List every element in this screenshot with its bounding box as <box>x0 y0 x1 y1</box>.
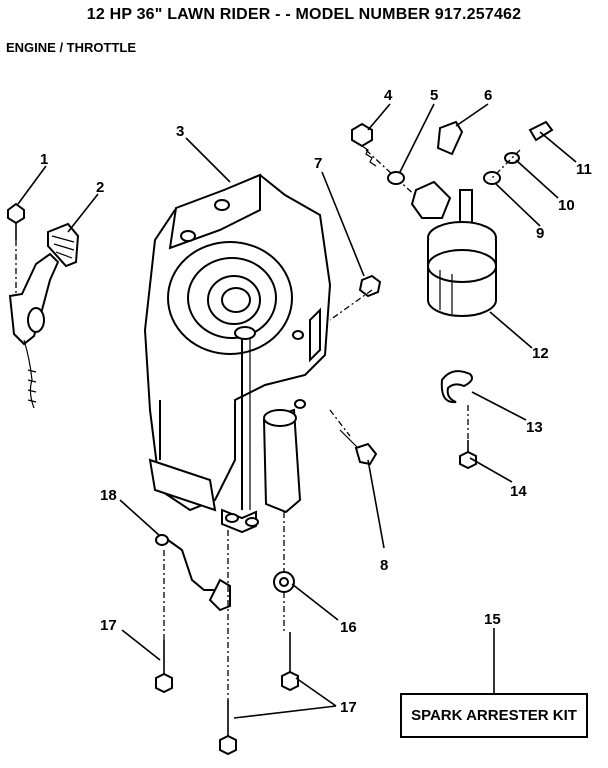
callout-8: 8 <box>380 557 388 574</box>
callout-11: 11 <box>576 161 592 178</box>
callout-17-bottom: 17 <box>340 699 357 716</box>
callout-3: 3 <box>176 123 184 140</box>
bolt <box>329 409 378 466</box>
callout-1: 1 <box>40 151 48 168</box>
callout-5: 5 <box>430 87 438 104</box>
callout-17-left: 17 <box>100 617 117 634</box>
diagram-title: 12 HP 36" LAWN RIDER - - MODEL NUMBER 91… <box>86 6 522 23</box>
callout-9: 9 <box>536 225 544 242</box>
callout-15: 15 <box>484 611 501 628</box>
callout-16: 16 <box>340 619 357 636</box>
clamp <box>440 370 473 404</box>
throttle-control <box>7 202 80 409</box>
muffler-assembly <box>351 120 554 317</box>
leader-lines <box>17 103 577 719</box>
callout-13: 13 <box>526 419 543 436</box>
diagram-subtitle: ENGINE / THROTTLE <box>6 40 136 55</box>
screw <box>459 405 477 470</box>
callout-18: 18 <box>100 487 117 504</box>
callout-12: 12 <box>532 345 549 362</box>
spark-arrester-kit-box: SPARK ARRESTER KIT <box>400 693 588 738</box>
callout-4: 4 <box>384 87 393 104</box>
callout-7: 7 <box>314 155 322 172</box>
callout-14: 14 <box>510 483 527 500</box>
lock-washer <box>273 512 295 632</box>
callout-10: 10 <box>558 197 575 214</box>
engine-block <box>143 173 332 534</box>
nut <box>358 274 382 298</box>
mounting-bolts <box>155 530 299 756</box>
callout-6: 6 <box>484 87 492 104</box>
link-rod <box>155 534 231 612</box>
callout-2: 2 <box>96 179 104 196</box>
